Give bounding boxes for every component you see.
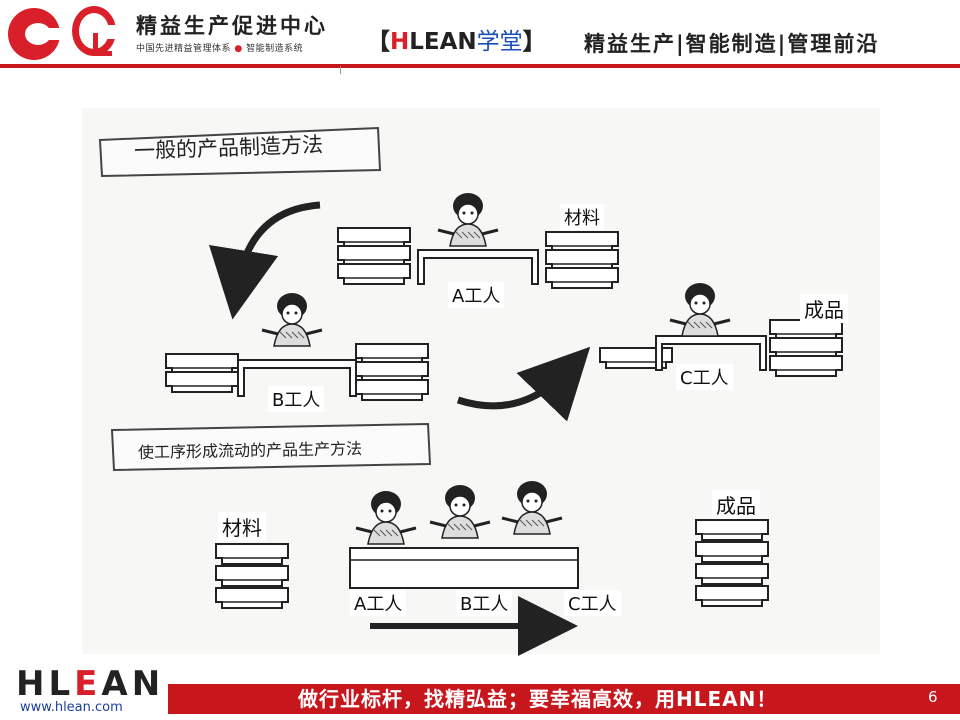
footer-slogan: 做行业标杆，找精弘益；要幸福高效，用HLEAN！ <box>298 687 778 711</box>
flow-line <box>215 479 769 656</box>
brand-title: 精益生产促进中心 <box>136 14 328 38</box>
tag-h: H <box>390 29 410 55</box>
tag-school: 学堂 <box>476 29 523 55</box>
brand-subtitle-left: 中国先进精益管理体系 <box>136 44 232 54</box>
top-worker-c-label: C工人 <box>676 364 733 390</box>
flow-method-title: 使工序形成流动的产品生产方法 <box>137 439 363 462</box>
top-material-label: 材料 <box>560 204 604 230</box>
tag-open-bracket: 【 <box>367 29 390 55</box>
station-a <box>337 191 619 289</box>
footer-red-bar <box>168 684 960 714</box>
brand-subtitle-separator: ● <box>234 44 243 54</box>
top-product-label: 成品 <box>800 294 848 323</box>
logo-c-icon <box>8 8 64 60</box>
flow-method-frame <box>110 422 432 472</box>
station-c <box>599 281 843 377</box>
bottom-worker-c-label: C工人 <box>564 590 621 616</box>
top-worker-a-label: A工人 <box>448 282 505 308</box>
footer-website-link[interactable]: www.hlean.com <box>20 700 123 715</box>
station-b <box>165 291 429 401</box>
footer-logo-h: H <box>16 664 49 704</box>
bottom-product-label: 成品 <box>712 490 760 519</box>
page-number: 6 <box>928 688 938 706</box>
general-method-frame <box>98 126 382 178</box>
footer-logo-e: E <box>74 664 102 704</box>
top-worker-b-label: B工人 <box>268 386 325 412</box>
header-divider <box>0 64 960 68</box>
bottom-worker-b-label: B工人 <box>456 590 513 616</box>
footer-logo-an: AN <box>101 664 165 704</box>
logo-l-icon <box>72 6 123 56</box>
cycle-arrow-right <box>456 346 591 422</box>
footer-logo-l: L <box>48 664 75 704</box>
bottom-material-label: 材料 <box>218 512 266 541</box>
tag-lean: LEAN <box>409 29 477 55</box>
header-tick <box>340 66 341 74</box>
hlean-school-tag: 【HLEAN学堂】 <box>367 22 546 56</box>
footer-hlean-logo: HLEAN <box>16 664 164 704</box>
header-slogan: 精益生产|智能制造|管理前沿 <box>584 32 880 56</box>
brand-subtitle-right: 智能制造系统 <box>246 44 304 54</box>
bottom-worker-a-label: A工人 <box>350 590 407 616</box>
brand-subtitle: 中国先进精益管理体系 ● 智能制造系统 <box>136 41 303 54</box>
tag-close-bracket: 】 <box>522 29 546 55</box>
cycle-arrow-left <box>208 201 321 320</box>
